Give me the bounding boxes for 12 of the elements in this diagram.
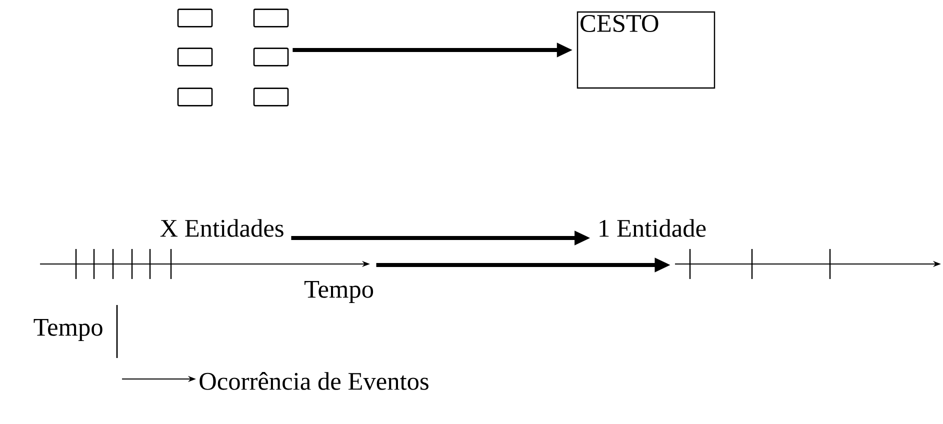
basket-box: CESTO [576,11,716,89]
legend-label: Ocorrência de Eventos [200,372,428,390]
entity-box [177,8,213,28]
legend-label: Tempo [34,319,102,341]
entity-box [253,8,289,28]
entity-box [253,48,289,66]
axis-label: Tempo [304,281,374,303]
entity-box [177,48,213,66]
entity-box [177,88,213,106]
entity-label: X Entidades [160,219,284,237]
entity-box [253,88,289,106]
entity-label: 1 Entidade [600,219,706,237]
